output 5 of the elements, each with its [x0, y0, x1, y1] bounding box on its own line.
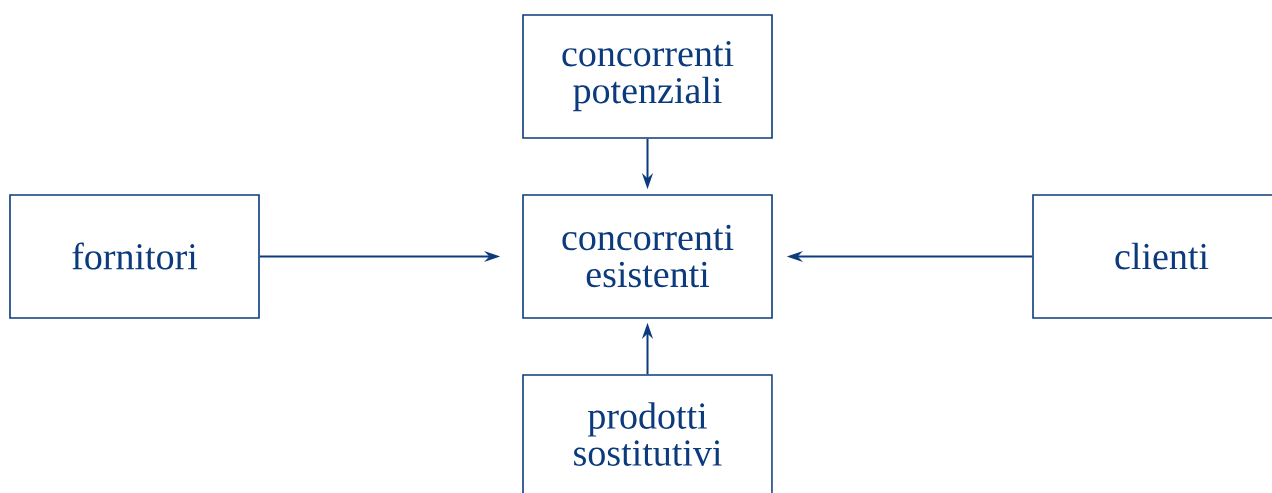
- process-box: concorrenti esistenti: [522, 194, 773, 319]
- process-box: prodotti sostitutivi: [522, 374, 773, 493]
- process-box: concorrenti potenziali: [522, 14, 773, 139]
- process-box: fornitori: [9, 194, 260, 319]
- process-box: clienti: [1032, 194, 1272, 319]
